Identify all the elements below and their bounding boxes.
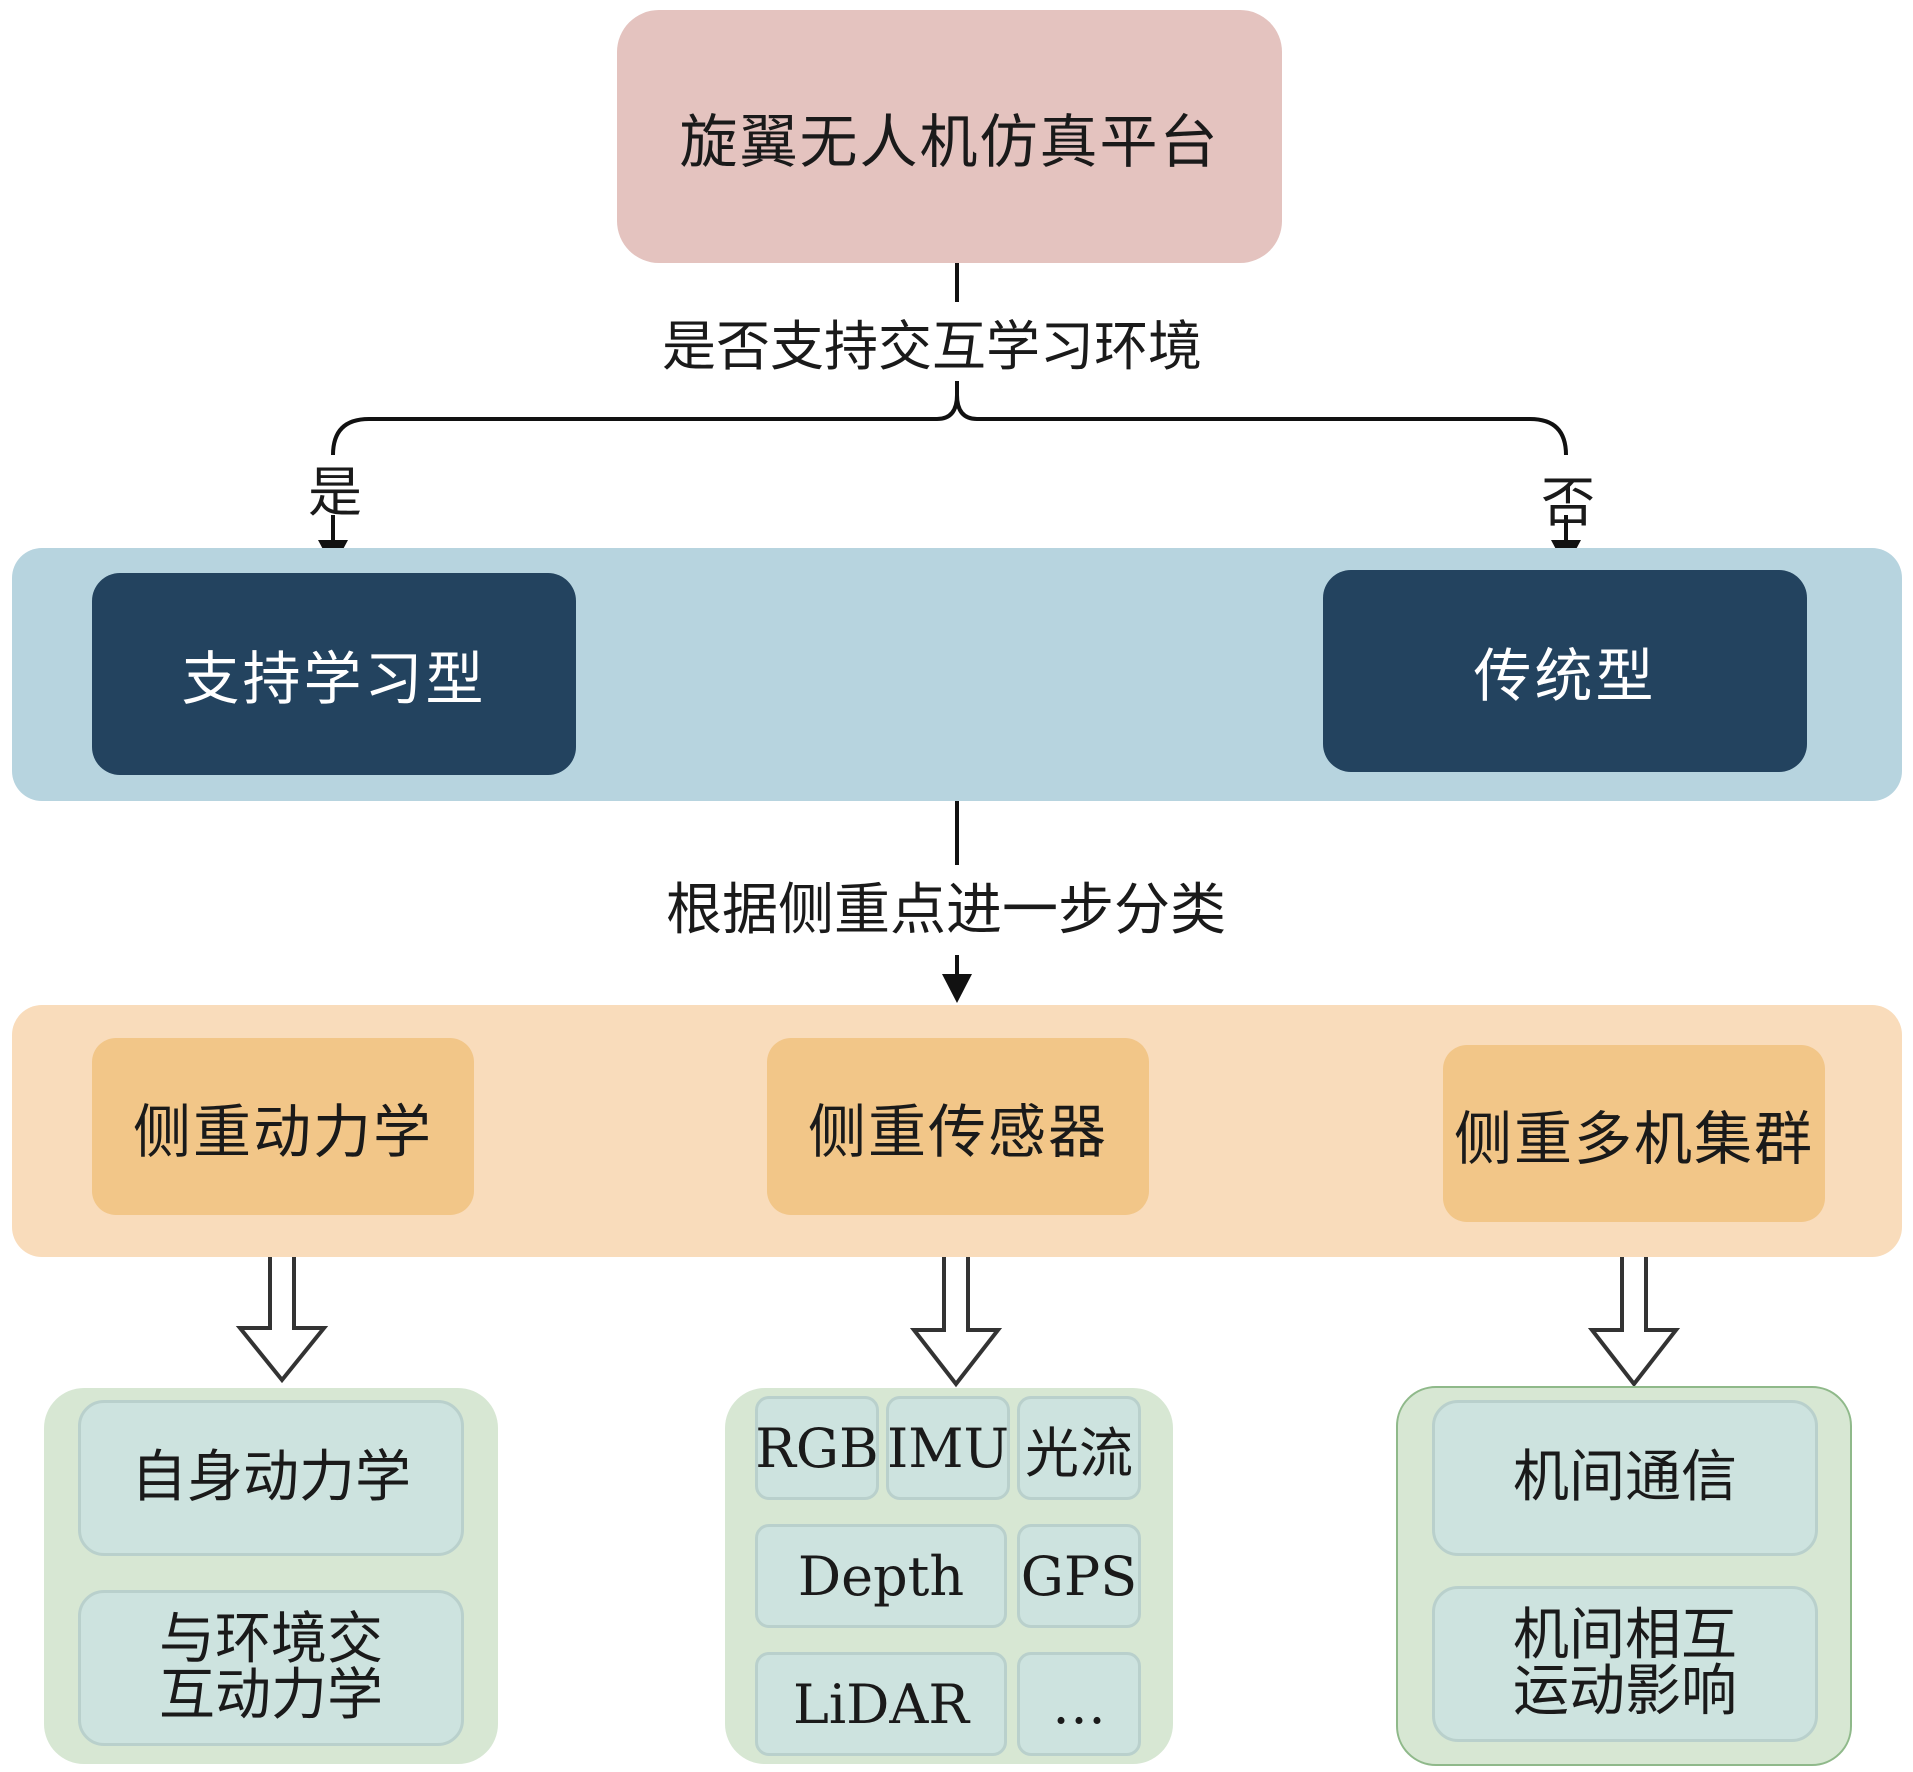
branch-no-label: 否 bbox=[1541, 471, 1595, 534]
root-node: 旋翼无人机仿真平台 bbox=[617, 10, 1282, 263]
sensor-chip-depth: Depth bbox=[755, 1524, 1007, 1628]
sensor-rgb-label: RGB bbox=[755, 1416, 879, 1480]
inter-uav-motion-box: 机间相互 运动影响 bbox=[1432, 1586, 1818, 1742]
traditional-type-label: 传统型 bbox=[1473, 642, 1657, 710]
env-interaction-line1: 与环境交 bbox=[159, 1607, 383, 1672]
brace bbox=[331, 394, 1568, 456]
sensor-chip-optical-flow: 光流 bbox=[1017, 1396, 1141, 1500]
root-title: 旋翼无人机仿真平台 bbox=[679, 107, 1220, 176]
hollow-arrow-swarm bbox=[1587, 1244, 1681, 1388]
traditional-type-box: 传统型 bbox=[1323, 570, 1807, 772]
focus-dynamics-label: 侧重动力学 bbox=[132, 1097, 433, 1166]
inter-uav-comm-box: 机间通信 bbox=[1432, 1400, 1818, 1556]
focus-sensors-label: 侧重传感器 bbox=[807, 1097, 1108, 1166]
learning-type-box: 支持学习型 bbox=[92, 573, 576, 775]
branch-question: 是否支持交互学习环境 bbox=[656, 302, 1208, 381]
env-interaction-line2: 互动力学 bbox=[159, 1663, 383, 1728]
sensor-chip-lidar: LiDAR bbox=[755, 1652, 1007, 1756]
inter-uav-motion-line1: 机间相互 bbox=[1513, 1603, 1737, 1668]
branch-yes-label: 是 bbox=[308, 461, 362, 524]
sensor-lidar-label: LiDAR bbox=[792, 1672, 970, 1736]
inter-uav-motion-line2: 运动影响 bbox=[1513, 1659, 1737, 1724]
sensor-chip-imu: IMU bbox=[886, 1396, 1010, 1500]
sensor-chip-rgb: RGB bbox=[755, 1396, 879, 1500]
focus-swarm-box: 侧重多机集群 bbox=[1443, 1045, 1825, 1222]
inter-uav-comm-label: 机间通信 bbox=[1513, 1445, 1737, 1510]
sensor-chip-more: … bbox=[1017, 1652, 1141, 1756]
sensor-imu-label: IMU bbox=[886, 1416, 1010, 1480]
env-interaction-box: 与环境交 互动力学 bbox=[78, 1590, 464, 1746]
sensor-depth-label: Depth bbox=[797, 1544, 965, 1608]
classify-label: 根据侧重点进一步分类 bbox=[660, 865, 1232, 946]
focus-swarm-label: 侧重多机集群 bbox=[1453, 1104, 1814, 1173]
self-dynamics-box: 自身动力学 bbox=[78, 1400, 464, 1556]
sensor-gps-label: GPS bbox=[1020, 1544, 1138, 1608]
sensor-optical-flow-label: 光流 bbox=[1025, 1421, 1133, 1485]
sensor-chip-gps: GPS bbox=[1017, 1524, 1141, 1628]
learning-type-label: 支持学习型 bbox=[181, 645, 487, 713]
focus-sensors-box: 侧重传感器 bbox=[767, 1038, 1149, 1215]
hollow-arrow-dynamics bbox=[235, 1236, 329, 1384]
focus-dynamics-box: 侧重动力学 bbox=[92, 1038, 474, 1215]
sensor-more-label: … bbox=[1052, 1672, 1106, 1736]
hollow-arrow-sensors bbox=[909, 1244, 1003, 1388]
self-dynamics-label: 自身动力学 bbox=[131, 1445, 411, 1510]
